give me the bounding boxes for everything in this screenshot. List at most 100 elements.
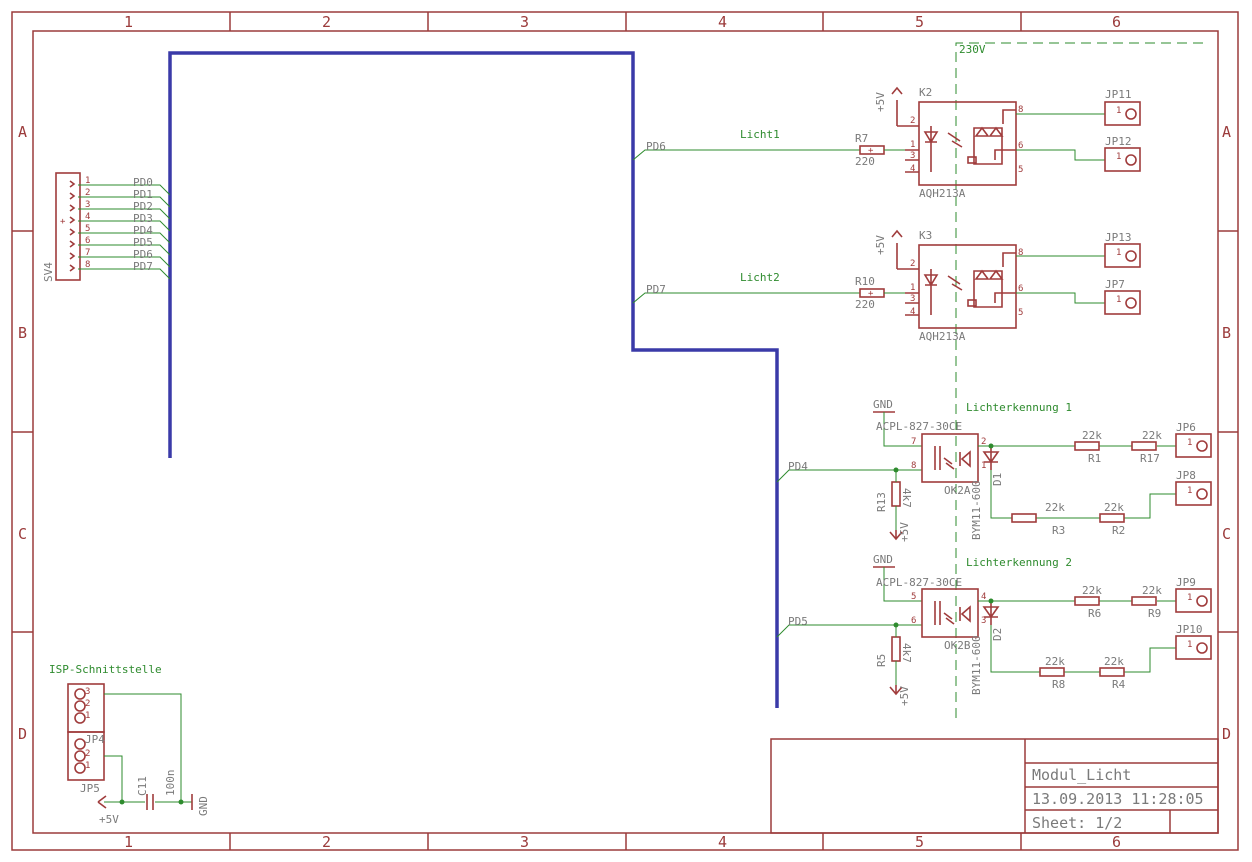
k3-pin-3: 3	[910, 294, 915, 304]
resistor-r10-value: 220	[855, 298, 875, 311]
jumper-jp11: 1 JP11	[1104, 88, 1141, 126]
ok2b-r8-value: 22k	[1045, 655, 1065, 668]
jp8-name: JP8	[1176, 469, 1196, 482]
zone-col-2-bottom: 2	[322, 833, 331, 851]
jp11-pin: 1	[1116, 106, 1121, 116]
jp12-name: JP12	[1105, 135, 1132, 148]
ok2b-r9: R9	[1148, 607, 1161, 620]
zone-row-a-right: A	[1222, 123, 1231, 141]
title-block: Modul_Licht 13.09.2013 11:28:05 Sheet: 1…	[770, 738, 1219, 834]
ok2a-pin-7: 7	[911, 437, 916, 447]
jp7-name: JP7	[1105, 278, 1125, 291]
ok2a-r3: R3	[1052, 524, 1065, 537]
ok2b-supply: +5V	[898, 686, 911, 706]
zone-row-c-right: C	[1222, 525, 1231, 543]
ok2b-diode-type: BYM11-600	[970, 635, 983, 695]
net-label-pd7: PD7	[646, 283, 666, 296]
sv4-signal-pd6: PD6	[133, 248, 153, 261]
sv4-signal-pd1: PD1	[133, 188, 153, 201]
sv4-signal-pd4: PD4	[133, 224, 153, 237]
signal-bus	[168, 51, 779, 708]
jp10-pin: 1	[1187, 640, 1192, 650]
sv4-pin-6: 6	[85, 236, 90, 246]
ok2b-diode: D2	[991, 628, 1004, 641]
ok2a-type: ACPL-827-30CE	[876, 420, 962, 433]
net-label-lichterkennung2: Lichterkennung 2	[966, 556, 1072, 569]
jp5-pin-1: 1	[85, 711, 90, 721]
net-label-pd4: PD4	[788, 460, 808, 473]
ok2a-ref: OK2A	[944, 484, 971, 497]
isp-gnd: GND	[197, 796, 210, 816]
zone-labels: 1 2 3 4 5 6 1 2 3 4 5 6 A B C D A B C D	[18, 13, 1231, 851]
ok2a-pin-8: 8	[911, 461, 916, 471]
net-label-lichterkennung1: Lichterkennung 1	[966, 401, 1072, 414]
jp4-pin-2: 2	[85, 749, 90, 759]
k3-pin-2: 2	[910, 259, 915, 269]
sv4-pin-1: 1	[85, 176, 90, 186]
isp-jp5-name: JP5	[80, 782, 100, 795]
ok2a-diode: D1	[991, 473, 1004, 486]
jp13-pin: 1	[1116, 248, 1121, 258]
sv4-signal-pd5: PD5	[133, 236, 153, 249]
resistor-r7-name: R7	[855, 132, 868, 145]
sv4-pin-5: 5	[85, 224, 90, 234]
jp11-name: JP11	[1105, 88, 1132, 101]
r7-plus: +	[868, 146, 874, 156]
zone-col-1-top: 1	[124, 13, 133, 31]
ok2a-pullup: R13	[875, 492, 888, 512]
jp9-pin: 1	[1187, 593, 1192, 603]
sv4-pin-2: 2	[85, 188, 90, 198]
sv4-pin-8: 8	[85, 260, 90, 270]
isolation-line-230v: 230V	[955, 42, 1208, 718]
ok2b-pin-5: 5	[911, 592, 916, 602]
ok2a-pullup-value: 4k7	[900, 488, 913, 508]
sv4-signal-pd7: PD7	[133, 260, 153, 273]
k3-pin-4: 4	[910, 307, 915, 317]
jumper-jp7: 1 JP7	[1104, 278, 1141, 315]
isp-cap: C11	[136, 776, 149, 796]
zone-col-5-bottom: 5	[915, 833, 924, 851]
relay-k2-type: AQH213A	[919, 187, 966, 200]
k2-pin-8: 8	[1018, 105, 1023, 115]
zone-col-1-bottom: 1	[124, 833, 133, 851]
ok2b-pin-6: 6	[911, 616, 916, 626]
k2-pin-2: 2	[910, 116, 915, 126]
k2-pin-1: 1	[910, 140, 915, 150]
connector-sv4: SV4 + 1 2 3 4 5 6 7 8 PD0 PD1 PD2 PD3 PD…	[42, 172, 171, 282]
opto-ok2a: GND Lichterkennung 1 ACPL-827-30CE PD4 7…	[776, 398, 1176, 542]
isp-cap-value: 100n	[164, 770, 177, 797]
zone-col-5-top: 5	[915, 13, 924, 31]
jumper-jp9: 1 JP9	[1175, 576, 1212, 613]
zone-col-3-top: 3	[520, 13, 529, 31]
jumper-jp6: 1 JP6	[1175, 421, 1212, 458]
relay-k3-ref: K3	[919, 229, 932, 242]
sv4-signal-pd0: PD0	[133, 176, 153, 189]
sv4-name: SV4	[42, 262, 55, 282]
k2-pin-4: 4	[910, 164, 915, 174]
k3-pin-8: 8	[1018, 248, 1023, 258]
isp-interface: ISP-Schnittstelle 3 2 1 2 1 JP4 JP5 +5V …	[49, 663, 210, 826]
net-label-pd5: PD5	[788, 615, 808, 628]
ok2a-gnd: GND	[873, 398, 893, 411]
zone-col-4-bottom: 4	[718, 833, 727, 851]
zone-row-c-left: C	[18, 525, 27, 543]
ok2b-type: ACPL-827-30CE	[876, 576, 962, 589]
r10-plus: +	[868, 289, 874, 299]
net-label-licht1: Licht1	[740, 128, 780, 141]
resistor-r7-value: 220	[855, 155, 875, 168]
jp12-pin: 1	[1116, 152, 1121, 162]
k2-pin-5: 5	[1018, 165, 1023, 175]
ok2a-r17-value: 22k	[1142, 429, 1162, 442]
relay-k3: PD7 Licht2 + R10 220 K3 AQH213A +5V 2 1 …	[632, 229, 1105, 343]
zone-row-a-left: A	[18, 123, 27, 141]
sv4-pin-7: 7	[85, 248, 90, 258]
k2-pin-3: 3	[910, 151, 915, 161]
net-label-licht2: Licht2	[740, 271, 780, 284]
net-label-isp: ISP-Schnittstelle	[49, 663, 162, 676]
k3-pin-6: 6	[1018, 284, 1023, 294]
title-block-date: 13.09.2013 11:28:05	[1032, 790, 1204, 808]
ok2b-r4: R4	[1112, 678, 1126, 691]
relay-k3-type: AQH213A	[919, 330, 966, 343]
jp13-name: JP13	[1105, 231, 1132, 244]
